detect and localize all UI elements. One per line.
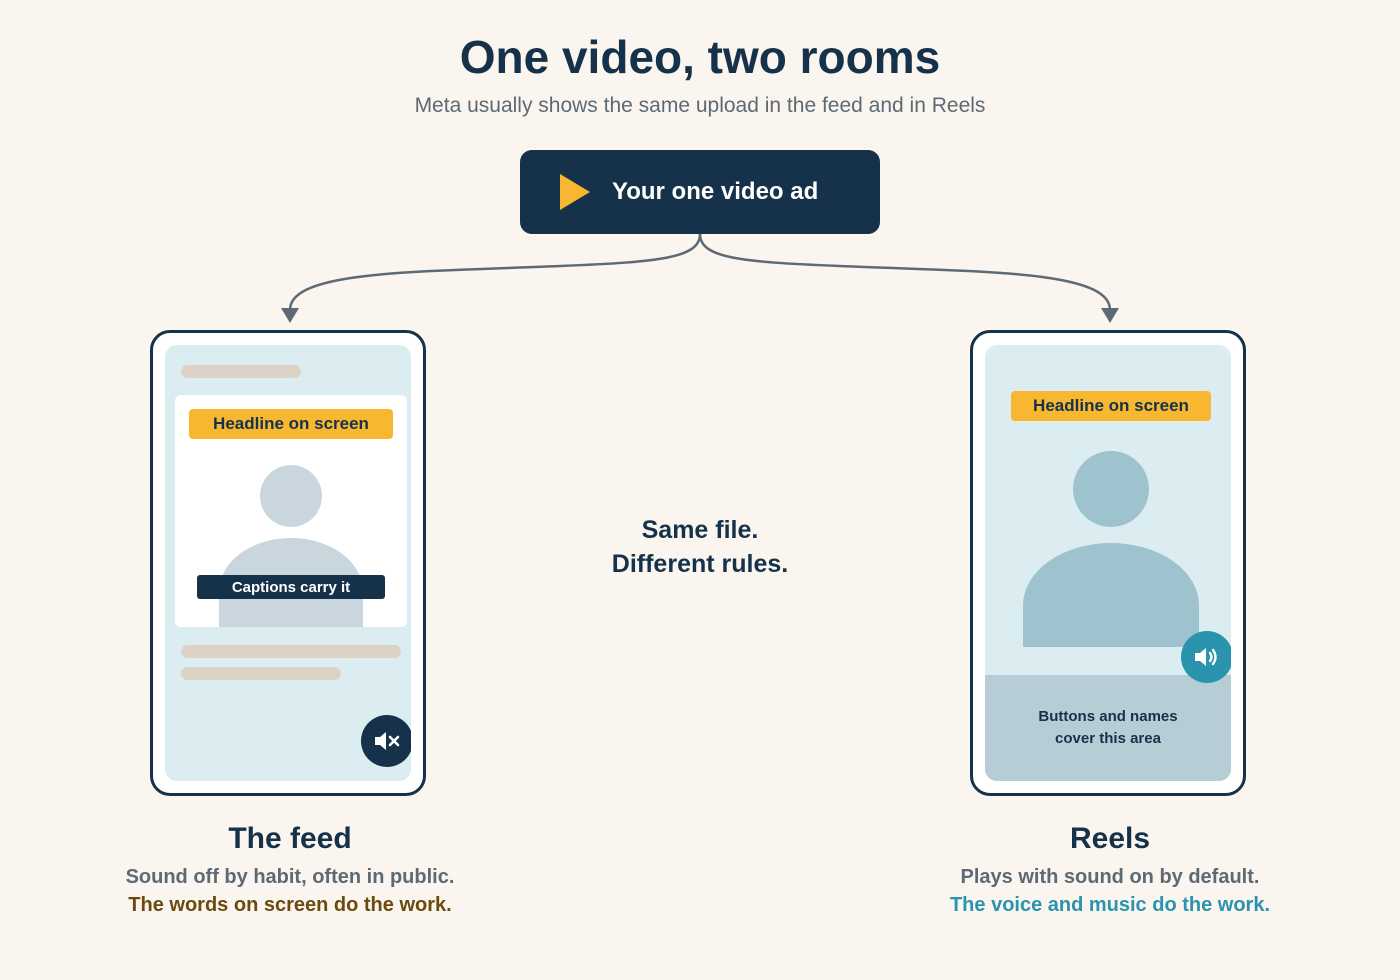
feed-description: Sound off by habit, often in public. (125, 866, 455, 888)
feed-label: The feed (228, 822, 352, 855)
feed-text-placeholder (181, 365, 301, 378)
feed-video-card: Headline on screen Captions carry it (175, 395, 407, 627)
feed-text-placeholder (181, 645, 401, 658)
reels-overlay-text: Buttons and names cover this area (1038, 708, 1178, 747)
feed-person-head (260, 465, 322, 527)
feed-caption-bar: Captions carry it (197, 575, 385, 599)
volume-icon (1181, 631, 1231, 683)
reels-description: Plays with sound on by default. (960, 866, 1260, 888)
source-video-label: Your one video ad (612, 178, 819, 205)
page-subtitle: Meta usually shows the same upload in th… (414, 94, 986, 117)
reels-takeaway: The voice and music do the work. (949, 894, 1271, 916)
feed-takeaway: The words on screen do the work. (128, 894, 452, 916)
reels-phone: Headline on screen Buttons and names cov… (970, 330, 1246, 796)
arrowhead-left (281, 308, 299, 323)
feed-headline-banner: Headline on screen (189, 409, 393, 439)
mute-icon (361, 715, 411, 767)
center-line-1: Same file. (641, 516, 759, 544)
play-icon (560, 174, 590, 210)
feed-screen: Headline on screen Captions carry it (165, 345, 411, 781)
source-video-box: Your one video ad (520, 150, 880, 234)
page-title: One video, two rooms (459, 31, 941, 83)
reels-person-head (1073, 451, 1149, 527)
arrowhead-right (1101, 308, 1119, 323)
reels-headline-banner: Headline on screen (1011, 391, 1211, 421)
reels-label: Reels (1069, 822, 1151, 855)
center-line-2: Different rules. (611, 550, 789, 578)
feed-text-placeholder (181, 667, 341, 680)
reels-ui-overlay: Buttons and names cover this area (985, 675, 1231, 781)
reels-screen: Headline on screen Buttons and names cov… (985, 345, 1231, 781)
reels-person-body (1023, 543, 1199, 647)
feed-phone: Headline on screen Captions carry it (150, 330, 426, 796)
